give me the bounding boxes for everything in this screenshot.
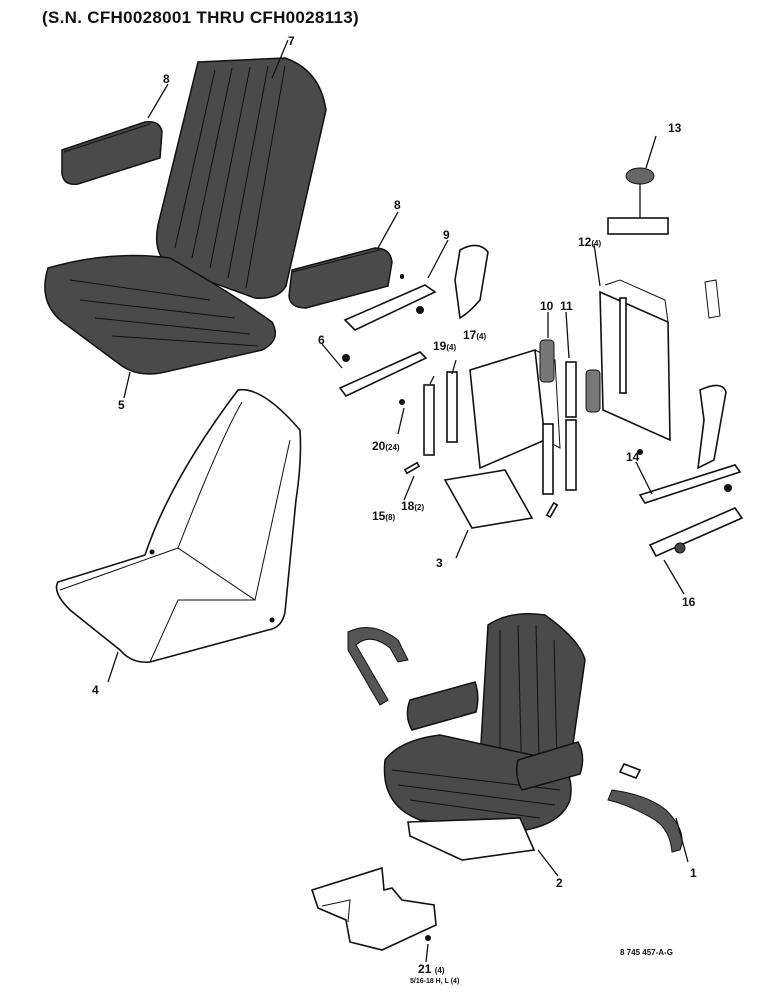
pan-bracket <box>343 244 489 331</box>
fastener-hardware <box>342 274 732 519</box>
callout-8-right: 8 <box>394 198 401 212</box>
callout-17: 17(4) <box>463 328 487 342</box>
callout-4: 4 <box>92 683 99 697</box>
armrest-right <box>288 247 393 309</box>
callout-18: 18(2) <box>401 499 425 513</box>
mounting-rail <box>338 351 428 398</box>
armrest-left <box>61 120 163 186</box>
serial-range-title: (S.N. CFH0028001 THRU CFH0028113) <box>42 8 359 27</box>
callout-11: 11 <box>560 299 573 313</box>
pedestal-bolt <box>425 935 431 941</box>
callout-21: 21 (4) <box>418 962 445 976</box>
seat-belt <box>347 627 683 853</box>
callout-13: 13 <box>668 121 682 135</box>
back-plate <box>599 217 721 442</box>
side-bracket <box>638 384 742 504</box>
callout-3: 3 <box>436 556 443 570</box>
callout-1: 1 <box>690 866 697 880</box>
slide-strips <box>423 361 577 495</box>
figure-number: 8 745 457-A-G <box>620 948 673 957</box>
callout-9: 9 <box>443 228 450 242</box>
callout-16: 16 <box>682 595 696 609</box>
spring <box>539 339 601 413</box>
callout-8-left: 8 <box>163 72 170 86</box>
callout-14: 14 <box>626 450 640 464</box>
callout-5: 5 <box>118 398 125 412</box>
base-plate <box>443 469 534 529</box>
callout-19: 19(4) <box>433 339 457 353</box>
callout-10: 10 <box>540 299 554 313</box>
leader-lines <box>107 39 689 963</box>
callout-12: 12(4) <box>578 235 602 249</box>
backrest-cushion <box>155 57 327 299</box>
seat-pedestal <box>310 866 437 951</box>
callout-7: 7 <box>288 34 295 48</box>
hardware-note: 5/16-18 H, L (4) <box>410 978 460 985</box>
callout-2: 2 <box>556 876 563 890</box>
callout-6: 6 <box>318 333 325 347</box>
callout-20: 20(24) <box>372 439 400 453</box>
assembled-seat <box>383 613 586 861</box>
seat-cushion <box>44 254 277 375</box>
callout-15: 15(8) <box>372 509 396 523</box>
adjustment-knob <box>625 167 655 218</box>
seat-slide <box>648 507 744 558</box>
seat-pan <box>55 388 302 664</box>
